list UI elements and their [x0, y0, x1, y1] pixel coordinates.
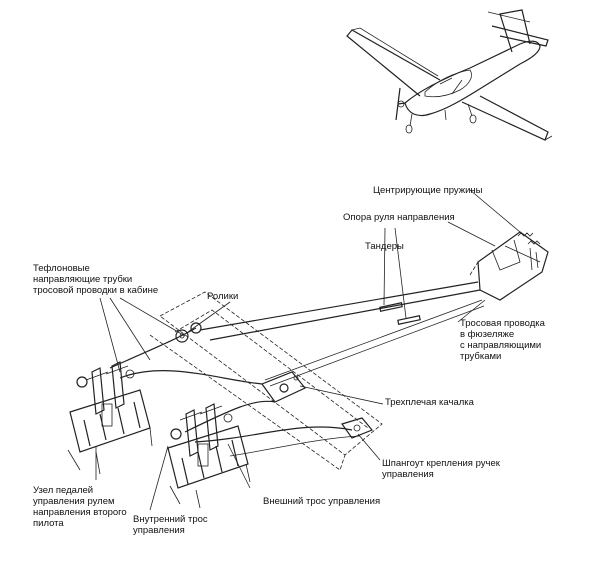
label-copilot-pedals: Узел педалей управления рулем направлени…	[33, 485, 127, 529]
label-outer-cable: Внешний трос управления	[263, 496, 381, 507]
label-rollers: Ролики	[207, 291, 239, 302]
control-mechanism	[67, 189, 549, 511]
label-tanders: Тандеры	[365, 241, 404, 252]
label-inner-cable: Внутренний трос управления	[133, 514, 208, 536]
aircraft-illustration	[346, 9, 553, 141]
label-teflon-tubes: Тефлоновые направляющие трубки тросовой …	[33, 263, 159, 296]
copilot-pedal-assembly	[67, 361, 153, 475]
label-rudder-support: Опора руля направления	[343, 212, 455, 223]
label-centering-springs: Центрирующие пружины	[373, 185, 483, 196]
label-handle-frame: Шпангоут крепления ручек управления	[382, 458, 500, 480]
pilot-pedal-assembly	[167, 403, 251, 509]
label-bellcrank: Трехплечая качалка	[385, 397, 474, 408]
label-fuselage-cables: Тросовая проводка в фюзеляже с направляю…	[460, 318, 545, 362]
